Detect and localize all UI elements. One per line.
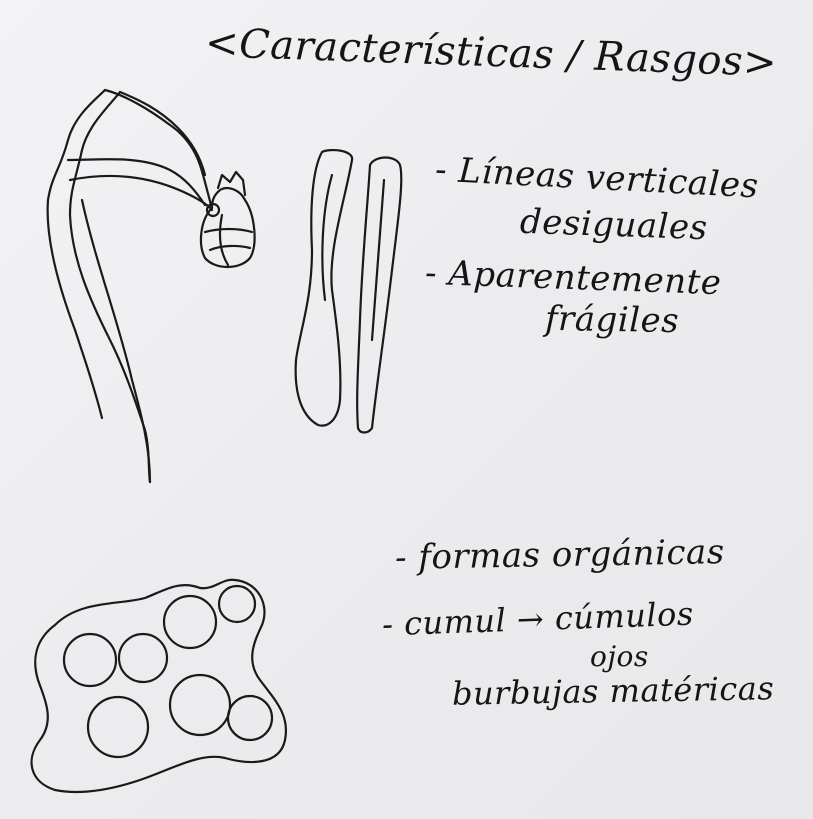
note-organic-forms: - formas orgánicas bbox=[395, 532, 725, 578]
bubble-cluster-drawing bbox=[32, 580, 286, 792]
note-fragile-cont: frágiles bbox=[545, 299, 680, 341]
note-vertical-lines-cont: desiguales bbox=[519, 202, 708, 249]
vertical-forms-drawing bbox=[296, 150, 402, 432]
hanging-lines-drawing bbox=[48, 90, 212, 482]
note-eyes: ojos bbox=[590, 640, 649, 673]
note-bubbles: burbujas matéricas bbox=[452, 669, 775, 713]
pendant-drawing bbox=[201, 172, 255, 267]
